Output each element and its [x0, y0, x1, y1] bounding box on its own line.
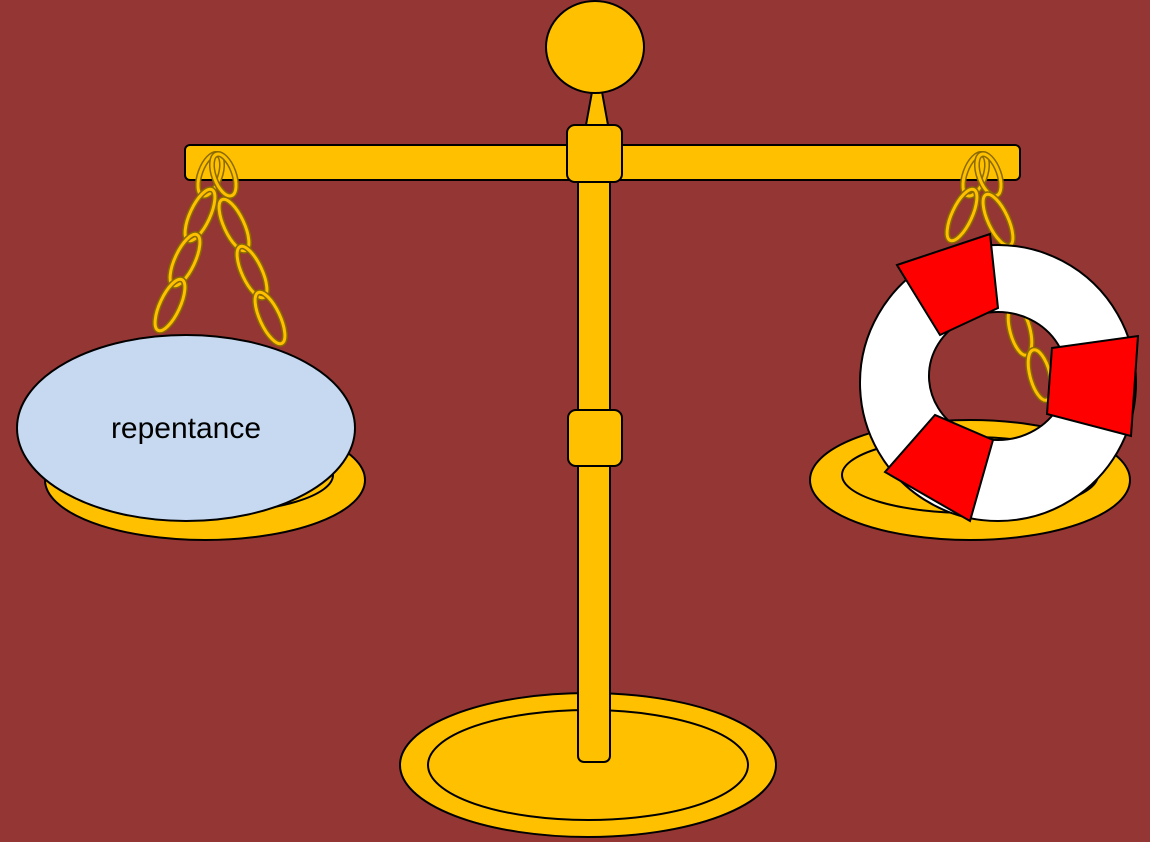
- left-chain: [152, 151, 288, 347]
- buoy-band-bottom: [883, 413, 995, 523]
- scale-top-knob: [545, 0, 645, 94]
- pillar-collar: [567, 409, 623, 467]
- repentance-label: repentance: [111, 412, 261, 445]
- buoy-band-right: [1045, 334, 1140, 438]
- scale-base: [399, 692, 777, 838]
- repentance-weight: repentance: [16, 334, 356, 522]
- life-buoy: [859, 232, 1140, 523]
- scale-neck: [584, 91, 610, 126]
- beam-collar: [566, 124, 623, 183]
- buoy-band-top: [895, 232, 1000, 337]
- repentance-oval: [16, 334, 356, 522]
